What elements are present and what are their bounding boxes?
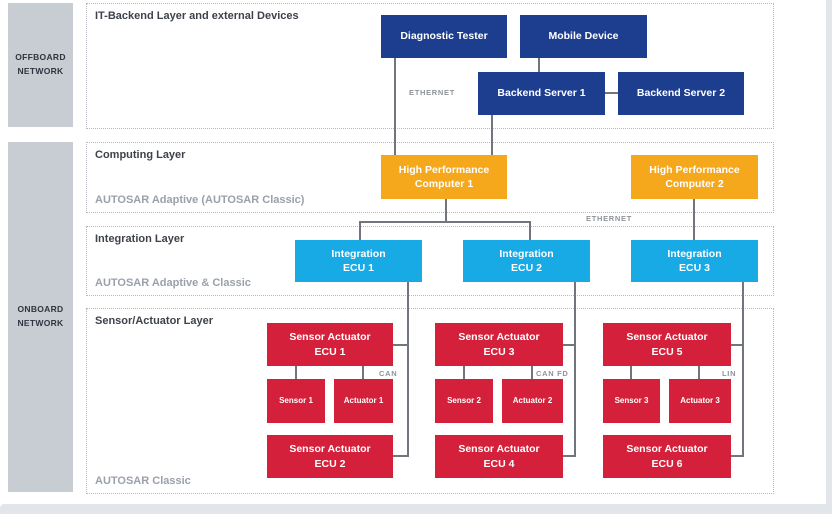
bus-label-ethernet-onboard: ETHERNET — [586, 214, 633, 223]
connector-bus-trunk-2 — [574, 282, 576, 457]
node-sensor-2: Sensor 2 — [435, 379, 493, 423]
node-sensor-actuator-ecu-1: Sensor Actuator ECU 1 — [267, 323, 393, 366]
offboard-network-label: OFFBOARD NETWORK — [8, 3, 73, 127]
node-integration-ecu-2: Integration ECU 2 — [463, 240, 590, 282]
section-subtitle: AUTOSAR Adaptive & Classic — [95, 277, 251, 289]
bus-label-can-fd: CAN FD — [536, 369, 569, 378]
node-backend-server-1: Backend Server 1 — [478, 72, 605, 115]
section-title: Integration Layer — [95, 233, 185, 245]
section-title: IT-Backend Layer and external Devices — [95, 10, 299, 22]
connector-branch-integration-ecu-1 — [359, 221, 361, 240]
node-sensor-actuator-ecu-2: Sensor Actuator ECU 2 — [267, 435, 393, 478]
connector-bus-trunk-3 — [742, 282, 744, 457]
page-edge-strip-bottom — [0, 504, 832, 514]
connector-sa-ecu-1-actuator-1 — [362, 366, 364, 379]
onboard-network-label: ONBOARD NETWORK — [8, 142, 73, 492]
connector-sa-ecu-1-sensor-1 — [295, 366, 297, 379]
connector-backend-server-1-hpc1 — [491, 115, 493, 155]
node-sensor-actuator-ecu-5: Sensor Actuator ECU 5 — [603, 323, 731, 366]
node-high-performance-computer-2: High Performance Computer 2 — [631, 155, 758, 199]
connector-bus-trunk-1 — [407, 282, 409, 457]
node-sensor-3: Sensor 3 — [603, 379, 660, 423]
page-edge-strip-right — [826, 0, 832, 514]
node-actuator-3: Actuator 3 — [669, 379, 731, 423]
connector-backend-server-1-backend-server-2 — [605, 92, 618, 94]
connector-sa-ecu-5-actuator-3 — [698, 366, 700, 379]
node-integration-ecu-1: Integration ECU 1 — [295, 240, 422, 282]
node-sensor-actuator-ecu-6: Sensor Actuator ECU 6 — [603, 435, 731, 478]
bus-label-can: CAN — [379, 369, 398, 378]
connector-diagnostic-tester-hpc1 — [394, 58, 396, 155]
connector-trunk3-sa-ecu-5 — [731, 344, 744, 346]
connector-trunk1-sa-ecu-2 — [393, 455, 409, 457]
node-integration-ecu-3: Integration ECU 3 — [631, 240, 758, 282]
connector-trunk2-sa-ecu-4 — [563, 455, 576, 457]
connector-sa-ecu-3-actuator-2 — [531, 366, 533, 379]
node-actuator-2: Actuator 2 — [502, 379, 563, 423]
connector-hpc1-stem — [445, 199, 447, 223]
node-sensor-1: Sensor 1 — [267, 379, 325, 423]
bus-label-ethernet-offboard: ETHERNET — [409, 88, 456, 97]
node-sensor-actuator-ecu-3: Sensor Actuator ECU 3 — [435, 323, 563, 366]
node-actuator-1: Actuator 1 — [334, 379, 393, 423]
node-diagnostic-tester: Diagnostic Tester — [381, 15, 507, 58]
connector-hpc1-branch-bar — [359, 221, 531, 223]
node-sensor-actuator-ecu-4: Sensor Actuator ECU 4 — [435, 435, 563, 478]
section-title: Computing Layer — [95, 149, 186, 161]
connector-mobile-device-backend-server-1 — [538, 58, 540, 72]
connector-trunk3-sa-ecu-6 — [731, 455, 744, 457]
section-subtitle: AUTOSAR Adaptive (AUTOSAR Classic) — [95, 194, 305, 206]
connector-branch-integration-ecu-2 — [529, 221, 531, 240]
bus-label-lin: LIN — [722, 369, 737, 378]
connector-sa-ecu-3-sensor-2 — [463, 366, 465, 379]
node-high-performance-computer-1: High Performance Computer 1 — [381, 155, 507, 199]
section-subtitle: AUTOSAR Classic — [95, 475, 191, 487]
node-mobile-device: Mobile Device — [520, 15, 647, 58]
connector-sa-ecu-5-sensor-3 — [630, 366, 632, 379]
connector-hpc2-integration-ecu-3 — [693, 199, 695, 240]
connector-trunk1-sa-ecu-1 — [393, 344, 409, 346]
section-title: Sensor/Actuator Layer — [95, 315, 213, 327]
node-backend-server-2: Backend Server 2 — [618, 72, 744, 115]
connector-trunk2-sa-ecu-3 — [563, 344, 576, 346]
